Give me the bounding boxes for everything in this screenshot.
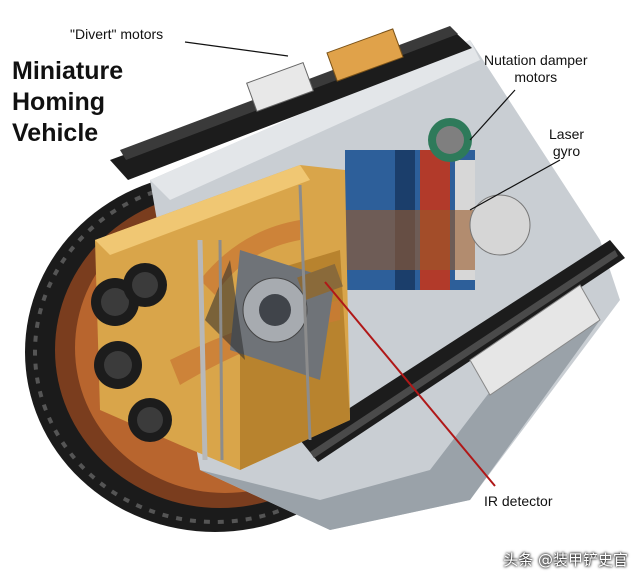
label-nutation-line-2: motors (514, 69, 558, 85)
label-gyro-line-2: gyro (552, 143, 581, 159)
leader-line-laser-gyro (469, 159, 561, 211)
leader-line-divert-motors (184, 41, 289, 57)
laser-gyro-unit (469, 194, 531, 256)
thruster-nozzles (91, 263, 172, 442)
label-gyro-line-1: Laser (549, 126, 585, 142)
label-nutation-damper-motors: Nutation damper motors (484, 52, 588, 86)
label-laser-gyro: Laser gyro (549, 126, 584, 160)
optics-assembly (205, 250, 343, 380)
leader-line-nutation-damper (469, 89, 516, 141)
source-watermark: 头条 @装甲铲史官 (503, 551, 628, 569)
label-divert-motors-text: "Divert" motors (70, 26, 164, 42)
title-line-1: Miniature (12, 57, 124, 85)
leader-line-ir-detector (324, 281, 496, 487)
label-divert-motors: "Divert" motors (70, 26, 163, 43)
label-ir-detector: IR detector (484, 493, 552, 510)
title-line-3: Vehicle (12, 119, 99, 147)
top-rail (110, 32, 472, 180)
divert-motor-block (246, 62, 314, 112)
label-ir-detector-text: IR detector (484, 493, 553, 509)
diagram-title: Miniature Homing Vehicle (12, 56, 123, 149)
title-line-2: Homing (12, 88, 106, 116)
label-nutation-line-1: Nutation damper (484, 52, 588, 68)
